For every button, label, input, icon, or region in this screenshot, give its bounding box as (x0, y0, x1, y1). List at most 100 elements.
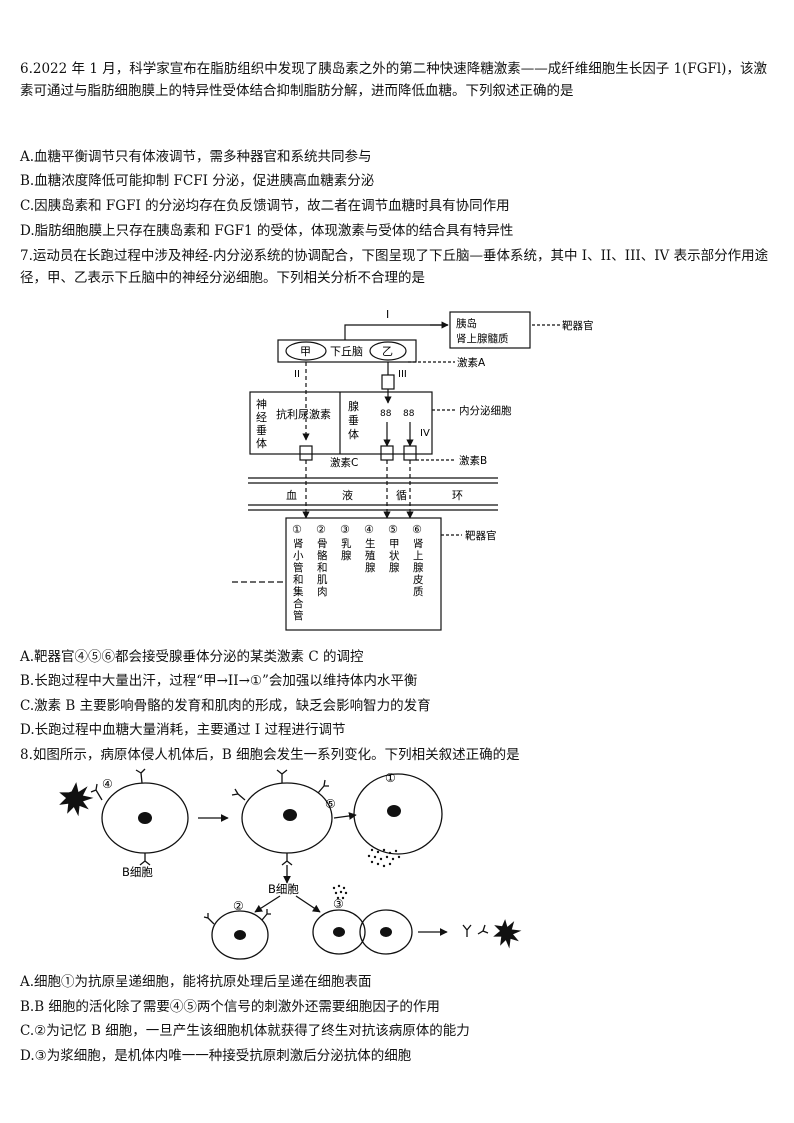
pathogen-icon (59, 782, 94, 817)
cell-3-right (359, 909, 413, 955)
organ-1-char: 小 (293, 550, 304, 562)
cell-yi-circle (369, 341, 407, 361)
organ-4-char: 殖 (365, 549, 376, 562)
q6-option-c: C.因胰岛素和 FGFI 的分泌均存在负反馈调节，故二者在调节血糖时具有协同作用 (20, 198, 510, 214)
receptor-left-1 (90, 783, 103, 801)
label-num-5: ⑤ (325, 797, 336, 811)
organ-5-char: 腺 (389, 561, 400, 574)
organ-5-num: ⑤ (388, 523, 398, 536)
target-top-line2: 肾上腺髓质 (456, 332, 509, 345)
label-endocrine-cell: 内分泌细胞 (459, 404, 512, 417)
q7-option-c: C.激素 B 主要影响骨骼的发育和肌肉的形成，缺乏会影响智力的发育 (20, 698, 431, 714)
label-path-iv: IV (420, 428, 430, 439)
nucleus (333, 927, 345, 937)
label-num-1: ① (385, 771, 396, 785)
receptor-c2-1 (203, 913, 215, 925)
organ-4-char: 生 (365, 537, 376, 550)
label-hormone-b: 激素B (459, 454, 487, 467)
receptor-left-3 (139, 853, 151, 866)
receptor-mid-1 (231, 788, 246, 801)
q7-stem: 7.运动员在长跑过程中涉及神经-内分泌系统的协调配合，下图呈现了下丘脑—垂体系统… (20, 248, 769, 286)
q7-option-d: D.长跑过程中血糖大量消耗，主要通过 I 过程进行调节 (20, 722, 346, 738)
label-target-organs: 靶器官 (465, 529, 497, 542)
label-hormone-a: 激素A (457, 356, 486, 369)
label-b-cell-left: B细胞 (122, 865, 153, 879)
label-cell-jia: 甲 (300, 345, 311, 358)
neuro-pit-2: 经 (256, 411, 267, 424)
adeno-pit-3: 体 (348, 427, 359, 441)
organ-6-char: 质 (413, 586, 424, 598)
organ-1-char: 合 (293, 597, 304, 610)
organ-column-4: ④ 生 殖 腺 (364, 523, 376, 574)
neuro-pit-1: 神 (256, 397, 267, 411)
organ-3-char: 乳 (341, 537, 352, 550)
neuro-pit-4: 体 (256, 436, 267, 450)
cytokine-dots (367, 848, 401, 868)
organ-5-char: 状 (389, 549, 400, 562)
nucleus (234, 930, 246, 940)
cell-2 (211, 910, 269, 960)
organ-6-char: 皮 (413, 573, 424, 586)
hypothalamus-box (277, 339, 417, 363)
adeno-pit-2: 垂 (348, 414, 359, 427)
endocrine-cell-mark-1: 88 (380, 409, 392, 419)
nucleus (380, 927, 392, 937)
blood-char-2: 液 (342, 488, 353, 502)
organ-2-char: 和 (317, 562, 328, 574)
nucleus (387, 805, 401, 817)
organ-1-char: 和 (293, 574, 304, 586)
label-num-3: ③ (333, 897, 344, 911)
receptor-mid-3 (317, 779, 329, 794)
q6-option-b: B.血糖浓度降低可能抑制 FCFI 分泌，促进胰高血糖素分泌 (20, 173, 375, 189)
q6-option-d: D.脂肪细胞膜上只存在胰岛素和 FGF1 的受体，体现激素与受体的结合具有特异性 (20, 223, 514, 239)
cell-1 (353, 773, 443, 855)
nucleus (283, 809, 297, 821)
q8-option-c: C.②为记忆 B 细胞，一旦产生该细胞机体就获得了终生对抗该病原体的能力 (20, 1023, 470, 1039)
organ-1-char: 管 (293, 609, 304, 622)
label-target-organ-top: 靶器官 (562, 319, 594, 332)
label-num-2: ② (233, 899, 244, 913)
organ-4-char: 腺 (365, 561, 376, 574)
neuro-pit-3: 垂 (256, 424, 267, 437)
adeno-pit-1: 腺 (348, 399, 359, 413)
organ-6-char: 腺 (413, 561, 424, 574)
receptor-mid-4 (281, 853, 293, 866)
blood-char-3: 循 (396, 489, 407, 502)
organ-column-5: ⑤ 甲 状 腺 (388, 523, 400, 574)
organ-column-1: ① 肾 小 管 和 集 合 管 (292, 523, 304, 622)
organ-column-6: ⑥ 肾 上 腺 皮 质 (412, 523, 424, 598)
label-path-iii: III (398, 369, 407, 380)
organ-2-char: 骼 (317, 549, 328, 562)
antibody-icon (462, 924, 472, 937)
organ-1-num: ① (292, 523, 302, 536)
organ-5-char: 甲 (389, 538, 400, 550)
organ-1-char: 集 (293, 585, 304, 598)
organ-4-num: ④ (364, 523, 374, 536)
organ-6-char: 上 (413, 550, 424, 562)
organ-3-num: ③ (340, 523, 350, 536)
q8-option-a: A.细胞①为抗原呈递细胞，能将抗原处理后呈递在细胞表面 (20, 974, 372, 990)
q8-option-d: D.③为浆细胞，是机体内唯一一种接受抗原刺激后分泌抗体的细胞 (20, 1048, 412, 1064)
receptor-mid-2 (276, 769, 288, 783)
organ-column-2: ② 骨 骼 和 肌 肉 (316, 523, 328, 598)
label-hormone-c: 激素C (330, 456, 358, 469)
organ-column-3: ③ 乳 腺 (340, 523, 352, 562)
q8-stem: 8.如图所示，病原体侵人机体后，B 细胞会发生一系列变化。下列相关叙述正确的是 (20, 747, 520, 763)
organ-3-char: 腺 (341, 549, 352, 562)
blood-char-1: 血 (286, 488, 297, 502)
q6-option-a: A.血糖平衡调节只有体液调节，需多种器官和系统共同参与 (20, 149, 372, 165)
organ-1-char: 管 (293, 561, 304, 574)
label-adh: 抗利尿激素 (276, 407, 331, 421)
q7-option-a: A.靶器官④⑤⑥都会接受腺垂体分泌的某类激素 C 的调控 (20, 649, 364, 665)
nucleus (138, 812, 152, 824)
cytokine-dots (332, 884, 348, 900)
label-hypothalamus: 下丘脑 (330, 345, 363, 358)
q7-option-b: B.长跑过程中大量出汗，过程“甲→II→①”会加强以维持体内水平衡 (20, 673, 418, 689)
organ-6-num: ⑥ (412, 523, 422, 536)
label-b-cell-mid: B细胞 (268, 882, 299, 896)
endocrine-cell-mark-2: 88 (403, 409, 415, 419)
target-box-top (449, 311, 531, 349)
label-path-ii: II (294, 369, 300, 380)
